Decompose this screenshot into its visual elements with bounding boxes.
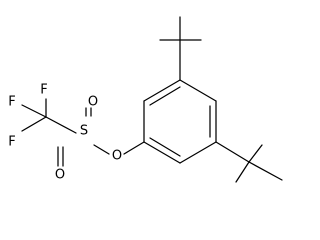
ring-bond-bottom-right [179,141,217,164]
ring-bond-top-right [179,79,217,102]
atom-label-sulfur: S [80,124,88,139]
tbu-bottom-methyl-up [248,144,263,163]
ring-bond-top-left [143,79,181,102]
tert-butyl-bottom [215,141,283,183]
c-f3-bond [21,116,47,132]
triflate-group [21,98,145,167]
tbu-bottom-methyl-right [248,161,283,181]
structure-diagram: F F F S O O O [8,16,283,183]
tert-butyl-top [159,16,202,81]
atom-label-oxygen-top: O [88,95,98,110]
o-s-bond [93,144,110,155]
ring-bond-bottom-left-inner [149,137,181,157]
atom-label-f1: F [40,83,47,98]
benzene-ring [143,79,217,164]
atom-label-oxygen-link: O [112,149,122,164]
atom-label-f3: F [8,135,15,150]
c-f2-bond [21,104,47,118]
ring-bond-top-left-inner [149,86,181,106]
tbu-bottom-methyl-down [235,161,250,183]
s-c-bond [45,116,77,134]
atom-label-f2: F [8,95,15,110]
tbu-bottom-stem [215,141,250,163]
ring-bond-bottom-left [143,141,181,164]
aryl-o-bond [123,141,145,155]
atom-label-oxygen-bottom: O [55,168,65,183]
